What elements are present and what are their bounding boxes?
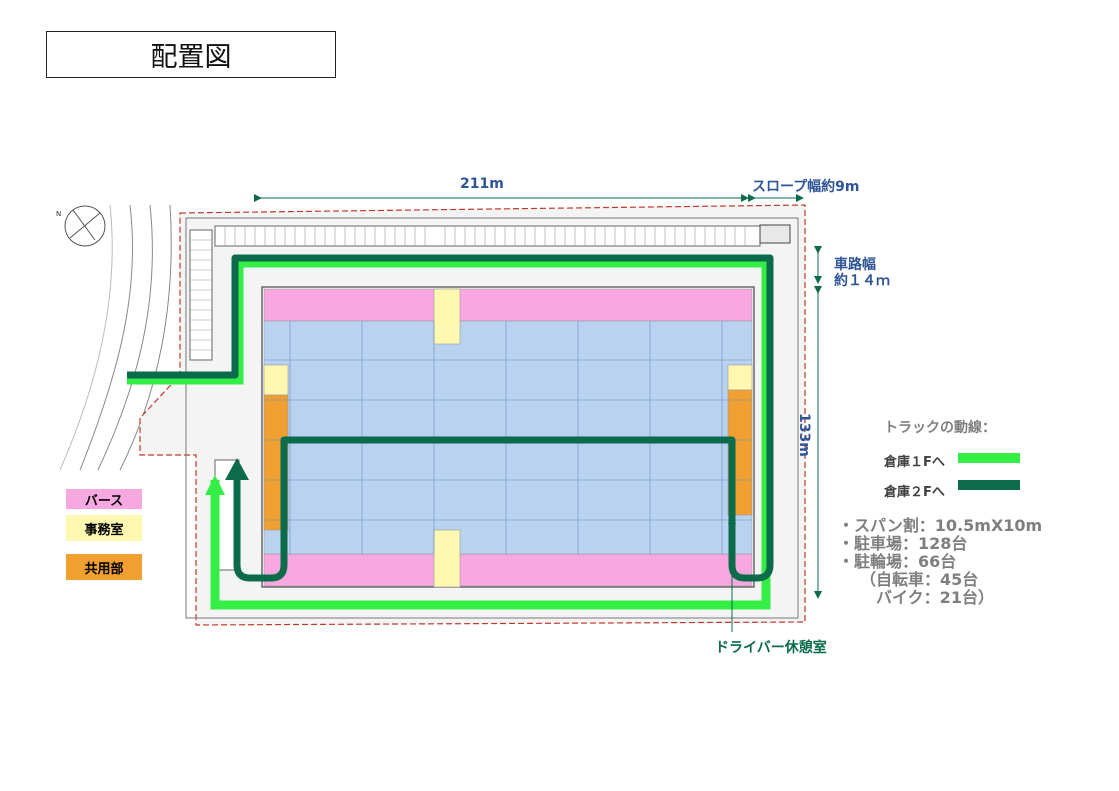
parking-stall-lines bbox=[190, 226, 746, 351]
office-north bbox=[433, 288, 461, 345]
driver-rest-room-label: ドライバー休憩室 bbox=[715, 640, 827, 656]
site-width-label: 211m bbox=[460, 176, 504, 192]
key-office: 事務室 bbox=[66, 515, 142, 541]
route-legend-title: トラックの動線： bbox=[884, 420, 996, 436]
slope-width-label: スロープ幅約9m bbox=[752, 179, 860, 195]
north-compass-icon: N bbox=[56, 205, 106, 247]
berth-area-south bbox=[263, 553, 753, 587]
road-width-label-2: 約１４ｍ bbox=[834, 273, 890, 289]
route-1f-swatch bbox=[958, 453, 1020, 463]
site-depth-label: 133m bbox=[796, 413, 812, 457]
svg-text:N: N bbox=[56, 210, 61, 218]
dimension-lines bbox=[254, 194, 822, 632]
berth-area-north bbox=[263, 288, 753, 322]
stat-bikes: バイク：21台） bbox=[876, 588, 994, 607]
route-2f-swatch bbox=[958, 480, 1020, 490]
stat-span: ・スパン割：10.5mX10m bbox=[838, 516, 1043, 535]
road-width-label-1: 車路幅 bbox=[834, 257, 876, 273]
facility-stats: ・スパン割：10.5mX10m ・駐車場：128台 ・駐輪場：66台 （自転車：… bbox=[838, 517, 1042, 607]
stat-bicycle-parking: ・駐輪場：66台 bbox=[838, 552, 957, 571]
route-2f-label: 倉庫２Fへ bbox=[884, 485, 945, 500]
key-common: 共用部 bbox=[66, 554, 142, 580]
page-title: 配置図 bbox=[46, 31, 336, 78]
route-1f-label: 倉庫１Fへ bbox=[884, 455, 945, 470]
stat-bicycles: （自転車：45台 bbox=[860, 570, 979, 589]
route-2f-arrow-icon bbox=[225, 458, 249, 480]
route-1f-path bbox=[127, 258, 771, 610]
office-south bbox=[433, 529, 461, 588]
stat-parking: ・駐車場：128台 bbox=[838, 534, 968, 553]
route-1f-arrow-icon bbox=[205, 475, 225, 495]
access-road bbox=[59, 204, 172, 471]
key-berth: バース bbox=[66, 489, 142, 509]
